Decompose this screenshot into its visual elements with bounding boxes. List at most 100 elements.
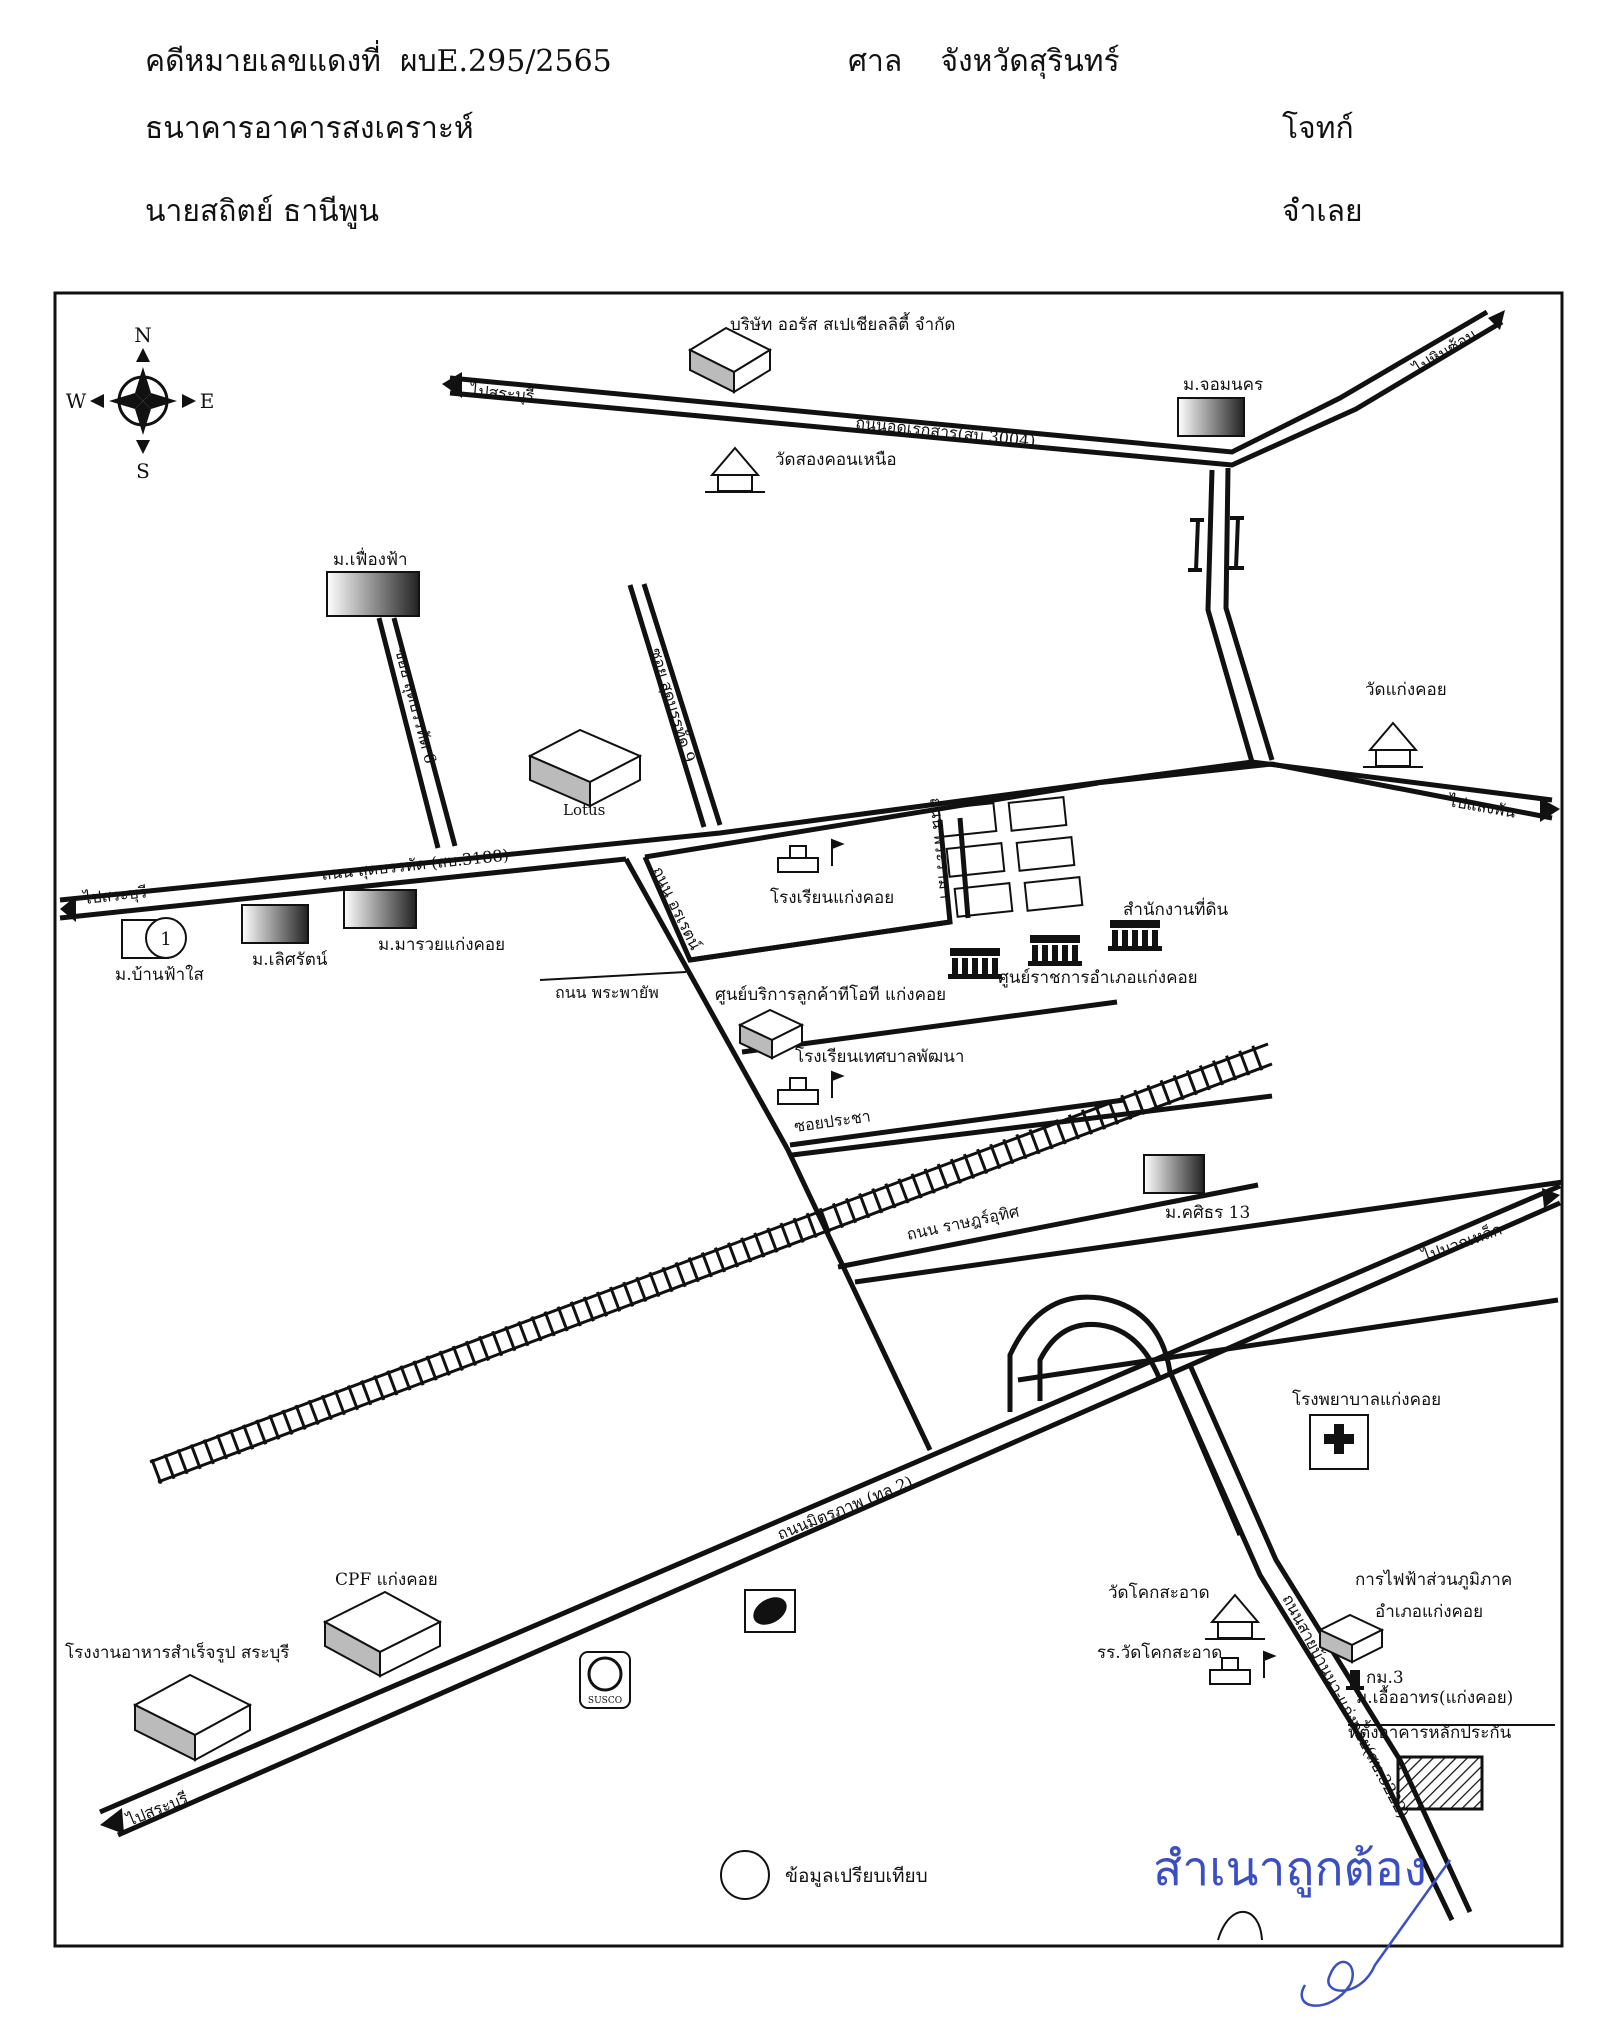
label-collateral-site: ที่ตั้งอาคารหลักประกัน <box>1348 1720 1512 1743</box>
estate-boxes <box>121 397 1245 1194</box>
estate-box-marui <box>343 889 417 929</box>
label-chomnakorn: ม.จอมนคร <box>1183 375 1263 395</box>
parcel-grid <box>937 796 1084 918</box>
label-company: บริษัท ออรัส สเปเชียลลิตี้ จำกัด <box>730 312 955 335</box>
km-marker-icon <box>1346 1670 1364 1690</box>
compass-s: S <box>136 459 150 483</box>
label-tessaban-school: โรงเรียนเทศบาลพัฒนา <box>795 1046 964 1067</box>
road-phra-phai-west <box>623 857 933 1452</box>
building-icon <box>132 1673 253 1762</box>
govt-building-icon <box>948 948 1002 979</box>
label-ban-fa-sai: ม.บ้านฟ้าใส <box>115 964 204 985</box>
defendant-name: นายสถิตย์ ธานีพูน <box>145 194 379 229</box>
building-icon <box>737 1008 805 1060</box>
road-network <box>59 309 1564 1922</box>
map-frame <box>53 291 1564 1948</box>
label-hospital: โรงพยาบาลแก่งคอย <box>1292 1389 1441 1410</box>
building-icon <box>527 728 643 808</box>
estate-box-lert-rat <box>241 904 309 944</box>
school-icon <box>777 1070 845 1105</box>
stamp-text: สำเนาถูกต้อง <box>1153 1841 1427 1898</box>
building-icons <box>132 326 1385 1762</box>
pen-mark <box>1217 1910 1263 1941</box>
hospital-icon <box>1309 1414 1369 1470</box>
label-marui: ม.มารวยแก่งคอย <box>378 935 505 955</box>
certified-copy-stamp: สำเนาถูกต้อง <box>1153 1841 1427 1898</box>
road-label-adisorn: ถนนอดิเรกสาร(สบ.3004) <box>855 413 1037 451</box>
to-saraburi-mid: ไปสระบุรี <box>80 882 148 909</box>
label-wat-khok-sa-at: วัดโคกสะอาด <box>1108 1582 1210 1603</box>
susco-label: SUSCO <box>588 1696 622 1706</box>
label-cpf: CPF แก่งคอย <box>335 1570 438 1590</box>
label-wat-song-khon: วัดสองคอนเหนือ <box>775 450 897 470</box>
road-soi-9-west <box>627 584 707 828</box>
court-label: ศาล <box>848 44 903 79</box>
road-soi-pracha-north <box>741 999 1118 1055</box>
compass-n: N <box>134 323 152 347</box>
road-suddhaburi-north <box>59 759 1553 903</box>
road-label-mittraphap: ถนนมิตรภาพ (ทล.2) <box>774 1472 915 1544</box>
label-district-center: ศูนย์ราชการอำเภอแก่งคอย <box>998 968 1198 988</box>
temple-icon <box>1205 1593 1265 1640</box>
building-icon <box>687 326 773 394</box>
road-3222-west <box>1167 1370 1455 1922</box>
label-pea-line2: อำเภอแก่งคอย <box>1375 1602 1483 1622</box>
label-school-khok-sa-at: รร.วัดโคกสะอาด <box>1097 1642 1222 1663</box>
govt-building-icon <box>1108 920 1162 951</box>
railway-track-north <box>149 1042 1269 1464</box>
signature <box>1300 1859 1452 2007</box>
temple-icon <box>1363 721 1423 768</box>
school-icon <box>1209 1650 1277 1685</box>
road-adisorn-south <box>449 319 1504 468</box>
road-phra-phai-tail <box>539 971 687 981</box>
label-tot-center: ศูนย์บริการลูกค้าทีโอที แก่งคอย <box>715 984 946 1005</box>
road-soi-9-east <box>641 583 723 826</box>
road-3222-east <box>1187 1363 1473 1914</box>
road-soi-pracha-south <box>789 1097 1125 1148</box>
bridge-mark <box>1188 516 1244 572</box>
court-line: ศาล จังหวัดสุรินทร์ <box>848 38 1120 85</box>
road-north-junction-west <box>1205 469 1255 763</box>
building-icon <box>1317 1613 1385 1664</box>
road-loop-outer <box>1007 1294 1243 1536</box>
leaf-logo-icon <box>744 1589 796 1633</box>
compass-w: W <box>66 389 87 413</box>
road-rat-uthit-north <box>791 1093 1273 1158</box>
legend-comparison-symbol <box>720 1850 770 1900</box>
road-rat-uthit-south <box>837 1182 1259 1270</box>
estate-box-kasiri <box>1143 1154 1205 1194</box>
road-suddhaburi-south-east <box>1095 761 1553 821</box>
temple-icons <box>705 446 1423 1640</box>
landmark-labels: บริษัท ออรัส สเปเชียลลิตี้ จำกัด วัดสองค… <box>65 312 1513 1743</box>
road-hospital-south <box>1017 1297 1559 1383</box>
label-pea-line1: การไฟฟ้าส่วนภูมิภาค <box>1355 1569 1512 1590</box>
compass-e: E <box>200 389 215 413</box>
label-km3: กม.3 <box>1366 1668 1404 1688</box>
road-label-rat-uthit: ถนน ราษฎร์อุทิศ <box>905 1202 1021 1245</box>
plaintiff-role: โจทก์ <box>1282 111 1354 146</box>
govt-building-icons <box>948 920 1162 979</box>
legend: ข้อมูลเปรียบเทียบ <box>720 1850 928 1900</box>
road-label-soi-6: ซอย สุดบรรทัด 6 <box>390 646 440 766</box>
road-label-phra-ram: ถนน พระรามฯ <box>926 796 956 899</box>
label-wat-kaeng-khoi: วัดแก่งคอย <box>1365 680 1447 700</box>
road-mittraphap-north <box>99 1183 1561 1815</box>
compass-rose: N S W E <box>66 323 215 483</box>
plaintiff-name: ธนาคารอาคารสงเคราะห์ <box>145 111 474 146</box>
road-north-junction-east <box>1223 467 1275 761</box>
comparison-marker-number: 1 <box>160 929 171 950</box>
estate-box-chomnakorn <box>1177 397 1245 437</box>
estate-box-fueang-fa <box>326 571 420 617</box>
label-rongrian-kaeng-khoi: โรงเรียนแก่งคอย <box>770 887 894 908</box>
label-food-factory: โรงงานอาหารสำเร็จรูป สระบุรี <box>65 1641 289 1663</box>
railway-ties <box>150 1041 1273 1485</box>
case-number: ผบE.295/2565 <box>400 44 612 79</box>
label-uea-athorn: ม.เอื้ออาทร(แก่งคอย) <box>1356 1685 1513 1708</box>
defendant-role: จำเลย <box>1282 194 1363 229</box>
road-label-soi-9: ซอย สุดบรรทัด 9 <box>645 646 699 765</box>
label-kasiri: ม.คศิธร 13 <box>1165 1203 1250 1223</box>
label-lotus: Lotus <box>563 801 605 819</box>
road-kaeng-khoi-school-east <box>957 817 971 919</box>
comparison-marker <box>145 917 187 959</box>
